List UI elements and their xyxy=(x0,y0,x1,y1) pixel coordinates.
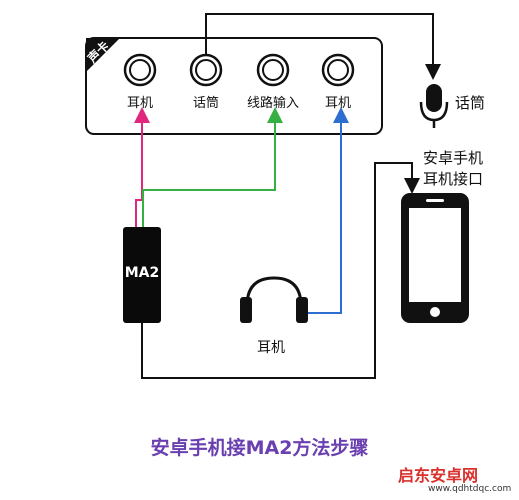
headphones-label: 耳机 xyxy=(257,340,285,356)
ma2-label: MA2 xyxy=(124,265,160,281)
phone-label-line1: 安卓手机 xyxy=(423,149,484,167)
green-wire xyxy=(142,107,283,227)
port-jack-3 xyxy=(256,53,290,87)
port-jack-1 xyxy=(123,53,157,87)
phone-wire xyxy=(141,162,420,379)
watermark-url: www.qdhtdqc.com xyxy=(428,484,512,494)
mic-wire xyxy=(205,13,441,80)
watermark: 启东安卓网 xyxy=(398,462,478,486)
blue-wire xyxy=(306,107,349,314)
port-label-3: 线路输入 xyxy=(246,96,300,111)
port-label-1: 耳机 xyxy=(126,96,154,111)
port-label-4: 耳机 xyxy=(324,96,352,111)
pink-wire xyxy=(134,107,150,227)
phone-label-line2: 耳机接口 xyxy=(423,170,484,188)
port-jack-2 xyxy=(189,53,223,87)
microphone-icon xyxy=(419,84,449,128)
microphone-label: 话筒 xyxy=(455,94,486,112)
page-title: 安卓手机接MA2方法步骤 xyxy=(150,437,369,459)
sound-card-box xyxy=(85,37,383,135)
ma2-adapter xyxy=(123,227,161,323)
port-jack-4 xyxy=(321,53,355,87)
headphones-icon xyxy=(240,276,308,323)
port-label-2: 话筒 xyxy=(192,96,220,111)
phone-icon xyxy=(401,193,469,323)
watermark-name: 启东安卓网 xyxy=(398,466,479,485)
